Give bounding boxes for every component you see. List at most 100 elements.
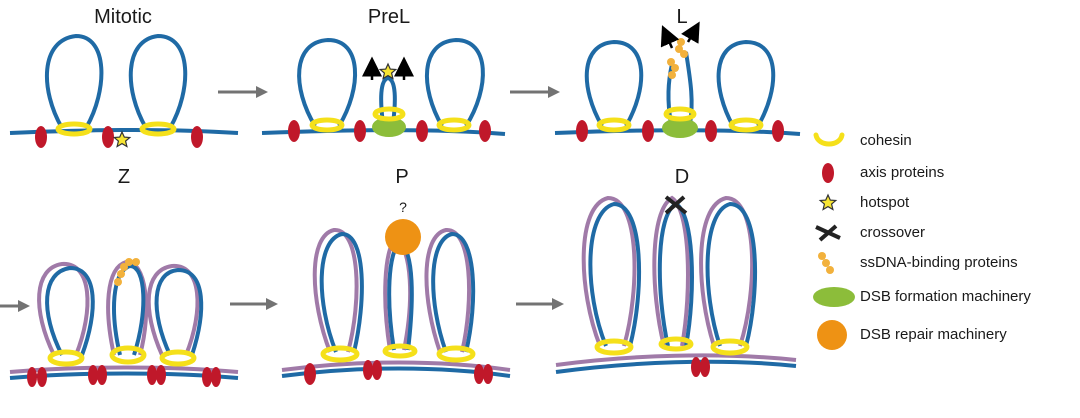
progression-arrowhead	[266, 298, 278, 310]
cohesin-ring	[663, 106, 697, 122]
axis-protein	[37, 367, 47, 387]
homolog-loop	[652, 195, 690, 347]
dna-loop	[424, 37, 485, 128]
cohesin-ring	[710, 338, 750, 356]
cohesin-ring	[436, 117, 472, 133]
question-mark: ?	[399, 199, 407, 215]
legend-label: DSB formation machinery	[860, 288, 1031, 305]
legend-label: crossover	[860, 224, 926, 241]
axis-protein	[483, 364, 493, 384]
dsb-formation-machinery	[662, 118, 698, 138]
axis-protein	[156, 365, 166, 385]
axis-protein	[211, 367, 221, 387]
hotspot-star	[378, 62, 398, 80]
homolog-loop	[699, 195, 755, 347]
homolog-axis	[9, 365, 239, 374]
progression-arrowhead	[256, 86, 268, 98]
progression-arrowhead	[552, 298, 564, 310]
up-arrow	[681, 21, 700, 44]
dna-loop-hotspot	[379, 75, 397, 125]
dna-loop	[584, 39, 644, 128]
cohesin-ring	[728, 117, 764, 133]
dna-loop	[297, 37, 357, 128]
up-arrow	[660, 25, 680, 49]
cohesin-ring	[109, 345, 147, 365]
axis-protein	[27, 367, 37, 387]
cohesin-ring	[55, 121, 93, 137]
homolog-loop	[312, 227, 359, 353]
axis-protein	[88, 365, 98, 385]
panel-mitotic	[9, 33, 239, 148]
dna-loop	[45, 265, 95, 356]
legend-item-hotspot: hotspot	[812, 188, 1080, 218]
dsb-repair-machinery	[385, 219, 421, 255]
stage-label-z: Z	[117, 166, 131, 188]
cohesin-ring	[436, 345, 476, 363]
dna-loop	[588, 201, 642, 347]
dna-loop	[128, 33, 188, 130]
dna-loop	[431, 231, 476, 353]
panel-p	[281, 219, 511, 385]
dsb-formation-icon	[813, 287, 855, 307]
axis-protein	[97, 365, 107, 385]
axis-protein	[705, 120, 717, 142]
panel-d	[555, 195, 797, 377]
axis-protein	[576, 120, 588, 142]
homolog-loop	[37, 261, 90, 356]
legend-item-dsb-formation: DSB formation machinery	[812, 282, 1080, 312]
cohesin-ring	[47, 349, 85, 367]
dna-loop	[44, 33, 104, 130]
cohesin-ring	[139, 121, 177, 137]
axis-protein	[691, 357, 701, 377]
axis-protein	[304, 363, 316, 385]
cohesin-ring	[372, 106, 406, 122]
stage-label-d: D	[674, 166, 690, 188]
legend-label: ssDNA-binding proteins	[860, 254, 1018, 271]
legend-item-crossover: crossover	[812, 218, 1080, 248]
cohesin-ring	[658, 336, 694, 352]
axis-protein	[35, 126, 47, 148]
progression-arrowhead	[18, 300, 30, 312]
axis-protein	[474, 364, 484, 384]
legend-label: axis proteins	[860, 164, 945, 181]
axis-protein	[147, 365, 157, 385]
panel-z	[9, 258, 239, 387]
axis-protein	[202, 367, 212, 387]
hotspot-star-icon	[818, 193, 838, 211]
cohesin-ring	[594, 338, 634, 356]
legend-item-dsb-repair: DSB repair machinery	[812, 320, 1080, 350]
crossover	[664, 195, 686, 215]
dna-axis	[555, 359, 797, 374]
stage-label-mitotic: Mitotic	[94, 6, 152, 28]
legend-label: cohesin	[860, 132, 912, 149]
dna-loop	[154, 267, 204, 356]
legend-label: hotspot	[860, 194, 910, 211]
homolog-loop	[424, 227, 472, 353]
dna-loop	[705, 201, 758, 347]
axis-protein	[102, 126, 114, 148]
cohesin-ring	[596, 117, 632, 133]
axis-protein	[354, 120, 366, 142]
axis-protein	[642, 120, 654, 142]
homolog-axis	[555, 353, 797, 367]
dna-loop	[112, 263, 146, 356]
axis-protein	[288, 120, 300, 142]
axis-protein-icon	[822, 163, 834, 183]
cohesin-icon	[813, 132, 845, 147]
homolog-loop	[146, 263, 200, 356]
legend-label: DSB repair machinery	[860, 326, 1007, 343]
stage-label-prel: PreL	[367, 6, 411, 28]
ssdna-binding-icon	[818, 252, 834, 274]
progression-arrowhead	[548, 86, 560, 98]
axis-protein	[416, 120, 428, 142]
cohesin-ring	[320, 345, 360, 363]
cohesin-ring	[382, 343, 418, 359]
axis-protein	[479, 120, 491, 142]
panel-prel	[261, 37, 506, 142]
axis-protein	[772, 120, 784, 142]
dna-loop	[319, 231, 364, 353]
dsb-repair-icon	[817, 320, 847, 350]
stage-label-l: L	[676, 6, 688, 28]
